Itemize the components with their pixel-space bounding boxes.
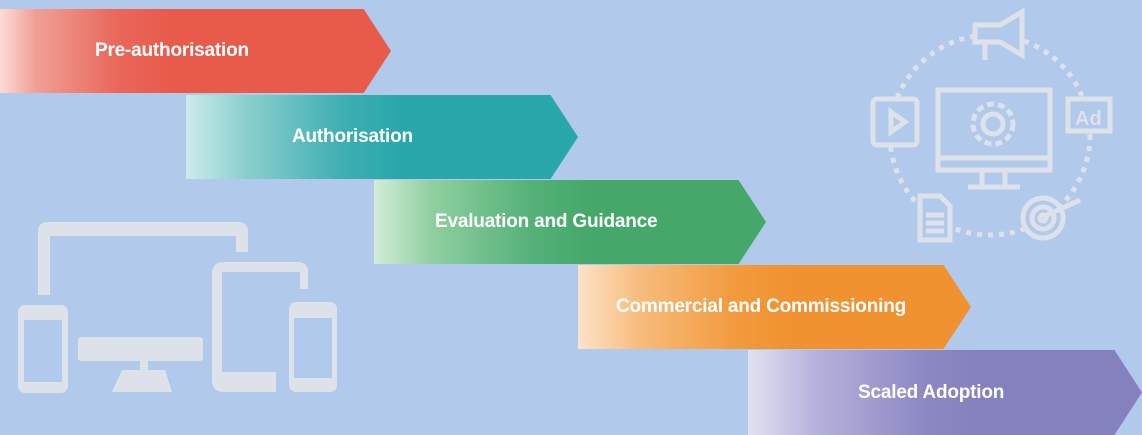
step-scaled-adoption: Scaled Adoption: [748, 350, 1142, 435]
step-label: Scaled Adoption: [858, 381, 1005, 403]
step-label: Commercial and Commissioning: [616, 296, 907, 317]
step-label: Evaluation and Guidance: [435, 211, 658, 232]
step-commercial-and-commissioning: Commercial and Commissioning: [578, 265, 971, 349]
step-authorisation: Authorisation: [186, 95, 578, 179]
step-label: Pre-authorisation: [95, 40, 249, 61]
step-evaluation-and-guidance: Evaluation and Guidance: [374, 180, 766, 264]
svg-text:Ad: Ad: [1075, 108, 1102, 130]
step-label: Authorisation: [292, 126, 413, 147]
step-pre-authorisation: Pre-authorisation: [0, 9, 391, 93]
digital-marketing-icon: Ad: [870, 7, 1113, 243]
